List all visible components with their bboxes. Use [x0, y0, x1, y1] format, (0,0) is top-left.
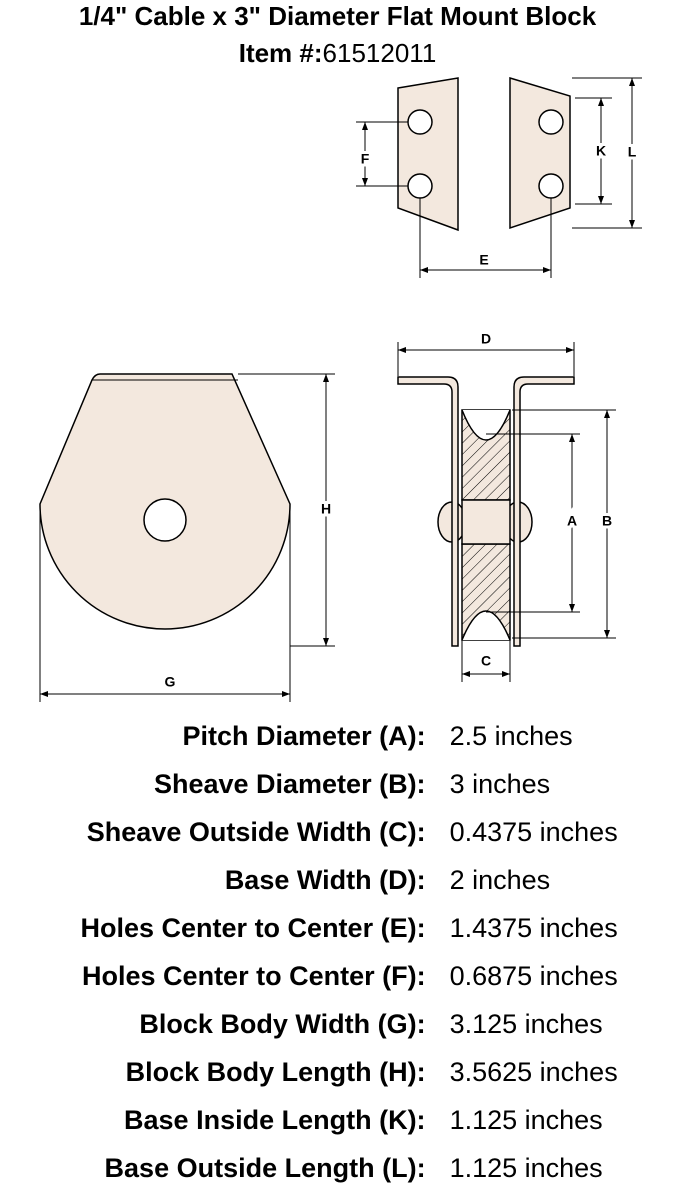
spec-label: Base Inside Length (K): — [124, 1105, 426, 1135]
spec-label: Sheave Diameter (B): — [153, 769, 426, 799]
base-plate-left-view — [397, 77, 459, 232]
spec-value: 2.5 inches — [449, 721, 573, 751]
item-number-line: Item #:61512011 — [0, 38, 675, 68]
spec-row: Base Inside Length (K): 1.125 inches — [0, 1096, 675, 1144]
item-number: 61512011 — [322, 38, 437, 68]
dim-label-e: E — [479, 252, 488, 268]
spec-label: Block Body Width (G): — [139, 1009, 426, 1039]
technical-drawing: F K L E H — [39, 76, 642, 702]
page-title: 1/4" Cable x 3" Diameter Flat Mount Bloc… — [78, 1, 597, 31]
spec-value: 0.4375 inches — [449, 817, 618, 847]
spec-value: 3.125 inches — [449, 1009, 603, 1039]
spec-row: Sheave Diameter (B): 3 inches — [0, 760, 675, 808]
spec-label: Base Width (D): — [224, 865, 426, 895]
spec-label: Holes Center to Center (E): — [80, 913, 426, 943]
dimension-a — [486, 433, 580, 613]
dim-label-h: H — [321, 501, 331, 517]
spec-row: Sheave Outside Width (C): 0.4375 inches — [0, 808, 675, 856]
spec-value: 0.6875 inches — [449, 961, 618, 991]
specifications-table: Pitch Diameter (A): 2.5 inches Sheave Di… — [0, 712, 675, 1192]
dim-label-f: F — [361, 151, 370, 167]
dim-label-b: B — [602, 513, 612, 529]
dimension-g — [39, 504, 291, 702]
dimension-k — [575, 97, 612, 205]
spec-value: 2 inches — [449, 865, 551, 895]
spec-label: Sheave Outside Width (C): — [86, 817, 426, 847]
spec-row: Holes Center to Center (E): 1.4375 inche… — [0, 904, 675, 952]
dimension-e — [419, 198, 552, 278]
dim-label-d: D — [481, 331, 491, 347]
spec-label: Pitch Diameter (A): — [182, 721, 426, 751]
dim-label-k: K — [596, 143, 606, 159]
item-number-prefix: Item #: — [238, 38, 323, 68]
spec-value: 1.125 inches — [449, 1153, 603, 1183]
dimension-h — [238, 373, 335, 647]
spec-value: 3 inches — [449, 769, 551, 799]
spec-value: 3.5625 inches — [449, 1057, 618, 1087]
dim-label-a: A — [567, 513, 577, 529]
block-body-front-view — [39, 373, 291, 630]
spec-label: Block Body Length (H): — [125, 1057, 426, 1087]
spec-row: Base Outside Length (L): 1.125 inches — [0, 1144, 675, 1192]
dim-label-c: C — [481, 653, 491, 669]
spec-value: 1.125 inches — [449, 1105, 603, 1135]
sheave-side-view — [397, 376, 575, 647]
spec-label: Base Outside Length (L): — [104, 1153, 426, 1183]
spec-value: 1.4375 inches — [449, 913, 618, 943]
dim-label-g: G — [165, 674, 176, 690]
spec-label: Holes Center to Center (F): — [82, 961, 426, 991]
spec-row: Pitch Diameter (A): 2.5 inches — [0, 712, 675, 760]
base-plate-right-view — [509, 76, 571, 230]
dimension-c — [461, 640, 511, 682]
dimension-l — [572, 77, 642, 229]
spec-row: Block Body Length (H): 3.5625 inches — [0, 1048, 675, 1096]
spec-row: Holes Center to Center (F): 0.6875 inche… — [0, 952, 675, 1000]
dimension-b — [512, 409, 616, 639]
dimension-f — [356, 121, 408, 187]
dimension-d — [397, 342, 575, 376]
spec-row: Block Body Width (G): 3.125 inches — [0, 1000, 675, 1048]
dim-label-l: L — [628, 144, 637, 160]
spec-row: Base Width (D): 2 inches — [0, 856, 675, 904]
